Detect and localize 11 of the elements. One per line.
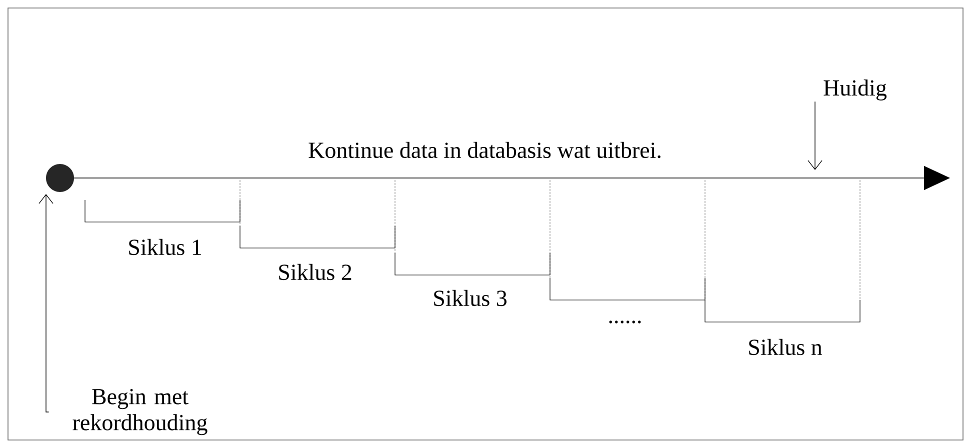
cycle-label: ......: [609, 320, 641, 324]
cycle-label: Siklus 1: [129, 238, 201, 256]
arrow: [808, 101, 822, 170]
text-label: Begin met rekordhouding: [72, 388, 208, 436]
cycle-label: Siklus n: [749, 338, 822, 356]
start-dot: [46, 164, 74, 192]
caption: Kontinue data in databasis wat uitbrei.: [308, 142, 660, 158]
arrow: [38, 194, 54, 412]
cycle-label: Siklus 2: [279, 264, 352, 280]
text-label: Huidig: [824, 80, 887, 100]
cycle-label: Siklus 3: [434, 290, 506, 306]
